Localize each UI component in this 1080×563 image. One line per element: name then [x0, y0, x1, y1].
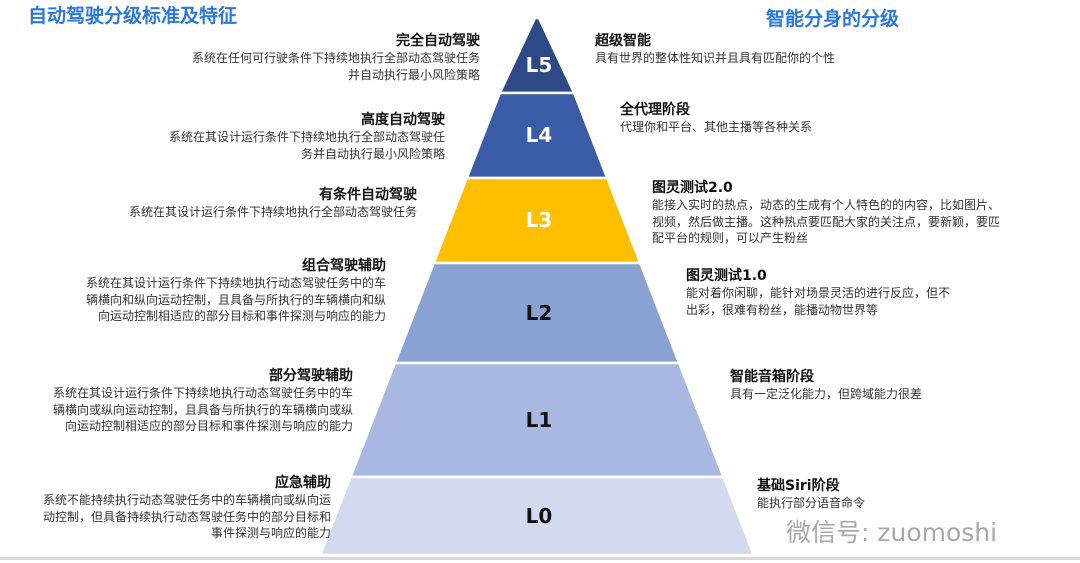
avatar-level-desc-line: 具有世界的整体性知识并且具有匹配你的个性 [595, 51, 836, 65]
bottom-divider [0, 557, 1080, 560]
driving-level-title: 应急辅助 [275, 475, 331, 491]
driving-level-desc-line: 辆横向或纵向运动控制，且具备与所执行的车辆横向或纵 [52, 402, 353, 417]
avatar-level-title: 图灵测试2.0 [652, 180, 733, 196]
driving-level-desc-line: 务并自动执行最小风险策略 [300, 146, 445, 161]
avatar-level-desc-line: 代理你和平台、其他主播等各种关系 [620, 120, 813, 134]
avatar-level-title: 图灵测试1.0 [686, 268, 767, 284]
avatar-level-l0: 基础Siri阶段能执行部分语音命令 [757, 478, 865, 512]
driving-level-desc-line: 系统不能持续执行动态驾驶任务中的车辆横向或纵向运 [42, 493, 331, 507]
avatar-level-l3: 图灵测试2.0 能接入实时的热点，动态的生成有个人特色的的内容，比如图片、视频，然… [652, 180, 1000, 247]
right-heading: 智能分身的分级 [766, 8, 900, 30]
avatar-level-desc-line: 具有一定泛化能力，但跨域能力很差 [730, 387, 923, 401]
driving-level-title: 组合驾驶辅助 [302, 258, 386, 274]
avatar-level-l4: 全代理阶段代理你和平台、其他主播等各种关系 [620, 102, 812, 136]
avatar-level-l2: 图灵测试1.0 能对着你闲聊，能针对场景灵活的进行反应，但不出彩，很难有粉丝，能播… [686, 268, 950, 318]
avatar-level-title: 基础Siri阶段 [757, 478, 840, 494]
avatar-level-title: 全代理阶段 [620, 102, 690, 118]
level-label-l1: L1 [525, 408, 553, 432]
driving-level-desc-line: 系统在任何可行驶条件下持续地执行全部动态驾驶任务 [191, 51, 480, 65]
driving-level-title: 有条件自动驾驶 [319, 187, 417, 203]
avatar-level-title: 智能音箱阶段 [730, 369, 814, 385]
avatar-level-l1: 智能音箱阶段具有一定泛化能力，但跨域能力很差 [730, 369, 922, 403]
avatar-level-desc-line: 能执行部分语音命令 [757, 496, 866, 510]
driving-level-desc-line: 系统在其设计运行条件下持续地执行动态驾驶任务中的车 [85, 276, 386, 290]
level-label-l5: L5 [525, 53, 553, 77]
driving-level-desc-line: 系统在其设计运行条件下持续地执行全部动态驾驶任 [168, 130, 445, 144]
driving-level-desc-line: 系统在其设计运行条件下持续地执行全部动态驾驶任务 [128, 205, 417, 219]
driving-level-title: 高度自动驾驶 [361, 112, 445, 128]
driving-level-l1: 部分驾驶辅助系统在其设计运行条件下持续地执行动态驾驶任务中的车辆横向或纵向运动控… [53, 368, 353, 435]
avatar-level-title: 超级智能 [595, 33, 651, 49]
avatar-level-desc-line: 配平台的规则，可以产生粉丝 [652, 231, 809, 245]
driving-level-l0: 应急辅助系统不能持续执行动态驾驶任务中的车辆横向或纵向运动控制，但具备持续执行动… [43, 475, 331, 542]
pyramid-band-l0 [318, 475, 756, 557]
driving-level-desc-line: 辆横向和纵向运动控制，且具备与所执行的车辆横向和纵 [85, 292, 386, 307]
driving-level-desc-line: 事件探测与响应的能力 [210, 526, 331, 540]
driving-level-l4: 高度自动驾驶系统在其设计运行条件下持续地执行全部动态驾驶任务并自动执行最小风险策… [169, 112, 445, 162]
level-label-l0: L0 [525, 504, 553, 528]
driving-level-desc-line: 并自动执行最小风险策略 [347, 67, 480, 82]
avatar-level-desc-line: 能对着你闲聊，能针对场景灵活的进行反应，但不 [686, 286, 951, 300]
left-heading: 自动驾驶分级标准及特征 [28, 5, 238, 27]
avatar-level-l5: 超级智能具有世界的整体性知识并且具有匹配你的个性 [595, 33, 835, 67]
driving-level-l3: 有条件自动驾驶系统在其设计运行条件下持续地执行全部动态驾驶任务 [129, 187, 417, 221]
driving-level-l2: 组合驾驶辅助系统在其设计运行条件下持续地执行动态驾驶任务中的车辆横向和纵向运动控… [86, 258, 386, 325]
driving-level-title: 部分驾驶辅助 [269, 368, 353, 384]
avatar-level-desc-line: 能接入实时的热点，动态的生成有个人特色的的内容，比如图片、 [652, 198, 1001, 212]
avatar-level-desc-line: 视频，然后做主播。这种热点要匹配大家的关注点，要新颖，要匹 [652, 214, 1001, 229]
driving-level-title: 完全自动驾驶 [396, 33, 480, 49]
level-label-l4: L4 [525, 123, 553, 147]
driving-level-desc-line: 系统在其设计运行条件下持续地执行动态驾驶任务中的车 [52, 386, 353, 400]
driving-level-desc-line: 向运动控制相适应的部分目标和事件探测与响应的能力 [97, 309, 386, 323]
watermark: 微信号: zuomoshi [786, 518, 998, 547]
avatar-level-desc-line: 出彩，很难有粉丝，能播动物世界等 [686, 302, 879, 317]
level-label-l3: L3 [525, 208, 553, 232]
driving-level-l5: 完全自动驾驶系统在任何可行驶条件下持续地执行全部动态驾驶任务并自动执行最小风险策… [192, 33, 480, 83]
driving-level-desc-line: 向运动控制相适应的部分目标和事件探测与响应的能力 [64, 419, 353, 433]
driving-level-desc-line: 动控制，但具备持续执行动态驾驶任务中的部分目标和 [42, 509, 331, 524]
level-label-l2: L2 [525, 301, 553, 325]
